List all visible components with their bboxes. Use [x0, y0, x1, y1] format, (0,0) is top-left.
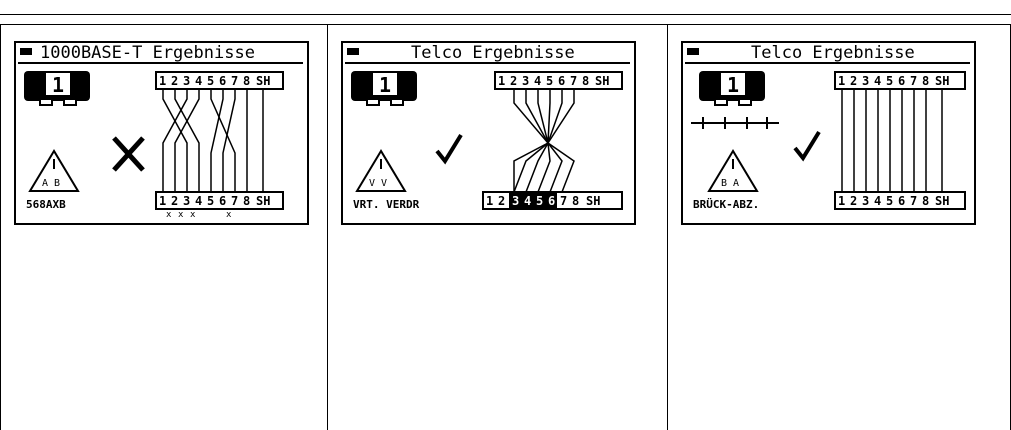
- svg-text:5: 5: [886, 194, 893, 208]
- svg-text:2: 2: [850, 194, 857, 208]
- svg-text:6: 6: [898, 74, 905, 88]
- svg-text:6: 6: [548, 194, 555, 208]
- svg-text:8: 8: [243, 194, 250, 208]
- pass-check-icon: [435, 133, 463, 165]
- tester-screen-1: 1000BASE-T Ergebnisse 1 A B 568AXB: [14, 41, 309, 225]
- svg-text:3: 3: [862, 194, 869, 208]
- fail-x-icon: [112, 136, 145, 172]
- svg-text:5: 5: [207, 74, 214, 88]
- svg-text:5: 5: [886, 74, 893, 88]
- remote-id: 1: [727, 73, 739, 97]
- screen-title: Telco Ergebnisse: [411, 43, 575, 63]
- svg-text:8: 8: [922, 74, 929, 88]
- warning-triangle-icon: V V: [355, 149, 407, 192]
- svg-text:2: 2: [510, 74, 517, 88]
- svg-text:3: 3: [862, 74, 869, 88]
- svg-text:1: 1: [838, 194, 845, 208]
- svg-text:5: 5: [546, 74, 553, 88]
- svg-text:4: 4: [874, 74, 881, 88]
- svg-text:x: x: [166, 210, 172, 220]
- svg-text:7: 7: [910, 74, 917, 88]
- svg-text:6: 6: [219, 74, 226, 88]
- svg-text:8: 8: [582, 74, 589, 88]
- svg-text:7: 7: [570, 74, 577, 88]
- panel-1000base-t: 1000BASE-T Ergebnisse 1 A B 568AXB: [0, 24, 328, 430]
- svg-text:6: 6: [898, 194, 905, 208]
- pin-row-top: [494, 71, 623, 90]
- svg-text:SH: SH: [935, 74, 949, 88]
- warning-triangle-icon: B A: [707, 149, 759, 192]
- pin-row-top: [834, 71, 966, 90]
- svg-text:3: 3: [183, 74, 190, 88]
- svg-text:SH: SH: [256, 194, 270, 208]
- battery-icon: [687, 48, 699, 55]
- svg-text:SH: SH: [256, 74, 270, 88]
- svg-text:x: x: [190, 210, 196, 220]
- bridge-tap-icon: [691, 117, 779, 129]
- svg-text:SH: SH: [595, 74, 609, 88]
- pin-row-bottom: [834, 191, 966, 210]
- svg-text:1: 1: [159, 74, 166, 88]
- warning-pair: A B: [42, 178, 60, 189]
- svg-text:7: 7: [231, 194, 238, 208]
- svg-text:4: 4: [195, 194, 202, 208]
- svg-text:1: 1: [498, 74, 505, 88]
- svg-text:8: 8: [572, 194, 579, 208]
- warning-pair: V V: [369, 178, 387, 189]
- svg-text:6: 6: [219, 194, 226, 208]
- svg-text:4: 4: [874, 194, 881, 208]
- svg-text:4: 4: [524, 194, 531, 208]
- svg-text:3: 3: [522, 74, 529, 88]
- svg-text:1: 1: [159, 194, 166, 208]
- svg-text:2: 2: [850, 74, 857, 88]
- screen-title: Telco Ergebnisse: [751, 43, 915, 63]
- pin-row-top: [155, 71, 284, 90]
- warning-label: BRÜCK-ABZ.: [693, 197, 759, 211]
- warning-pair: B A: [721, 178, 739, 189]
- battery-icon: [347, 48, 359, 55]
- warning-label: 568AXB: [26, 198, 66, 211]
- remote-unit-icon: 1: [351, 71, 417, 106]
- panel-telco-bridge: Telco Ergebnisse 1 B A BRÜCK-ABZ.: [668, 24, 1011, 430]
- battery-icon: [20, 48, 32, 55]
- svg-text:7: 7: [231, 74, 238, 88]
- wire-map: [162, 89, 264, 192]
- remote-unit-icon: 1: [24, 71, 90, 106]
- wire-map: [513, 89, 575, 193]
- wire-map: [841, 89, 943, 192]
- svg-text:3: 3: [183, 194, 190, 208]
- warning-triangle-icon: A B: [28, 149, 80, 192]
- svg-text:4: 4: [195, 74, 202, 88]
- svg-text:SH: SH: [586, 194, 600, 208]
- warning-label: VRT. VERDR: [353, 198, 420, 211]
- svg-text:8: 8: [243, 74, 250, 88]
- svg-text:6: 6: [558, 74, 565, 88]
- remote-unit-icon: 1: [699, 71, 765, 106]
- svg-text:5: 5: [207, 194, 214, 208]
- pass-check-icon: [793, 130, 821, 162]
- svg-text:2: 2: [498, 194, 505, 208]
- svg-text:3: 3: [512, 194, 519, 208]
- svg-text:8: 8: [922, 194, 929, 208]
- svg-text:1: 1: [486, 194, 493, 208]
- screen-title: 1000BASE-T Ergebnisse: [40, 43, 255, 63]
- svg-text:x: x: [178, 210, 184, 220]
- svg-text:2: 2: [171, 74, 178, 88]
- top-rule: [0, 14, 1011, 15]
- svg-text:5: 5: [536, 194, 543, 208]
- svg-text:1: 1: [838, 74, 845, 88]
- svg-text:7: 7: [910, 194, 917, 208]
- remote-id: 1: [52, 73, 64, 97]
- tester-screen-3: Telco Ergebnisse 1 B A BRÜCK-ABZ.: [681, 41, 976, 225]
- svg-text:7: 7: [560, 194, 567, 208]
- svg-text:4: 4: [534, 74, 541, 88]
- remote-id: 1: [379, 73, 391, 97]
- svg-text:SH: SH: [935, 194, 949, 208]
- svg-text:x: x: [226, 210, 232, 220]
- svg-text:2: 2: [171, 194, 178, 208]
- pin-row-bottom: [155, 191, 284, 210]
